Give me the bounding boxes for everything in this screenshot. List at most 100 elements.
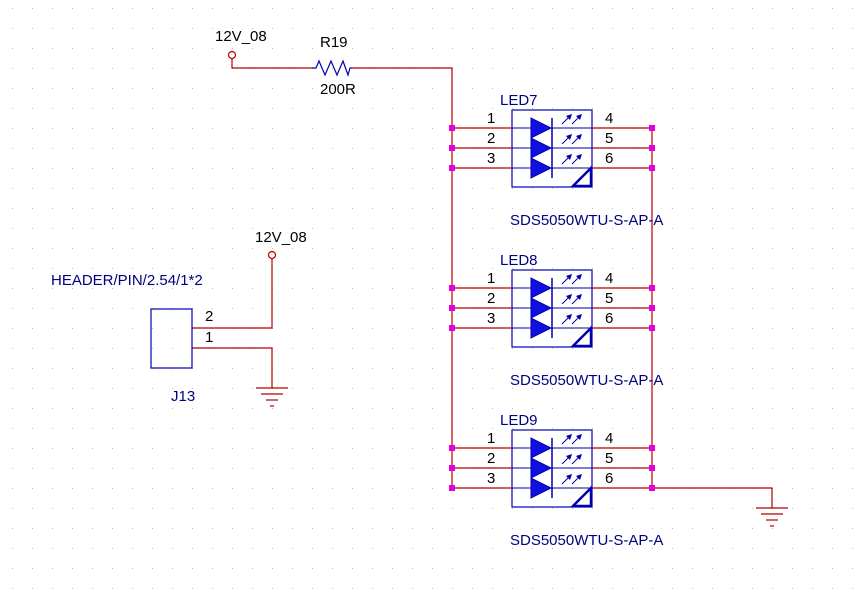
grid-dot	[712, 288, 713, 289]
grid-dot	[372, 428, 373, 429]
grid-dot	[392, 568, 393, 569]
grid-dot	[92, 228, 93, 229]
grid-dot	[592, 88, 593, 89]
grid-dot	[192, 468, 193, 469]
grid-dot	[272, 108, 273, 109]
grid-dot	[152, 228, 153, 229]
grid-dot	[492, 528, 493, 529]
grid-dot	[52, 168, 53, 169]
grid-dot	[672, 228, 673, 229]
grid-dot	[72, 548, 73, 549]
grid-dot	[72, 288, 73, 289]
grid-dot	[32, 248, 33, 249]
grid-dot	[772, 288, 773, 289]
grid-dot	[792, 368, 793, 369]
grid-dot	[772, 208, 773, 209]
grid-dot	[732, 108, 733, 109]
grid-dot	[352, 568, 353, 569]
grid-dot	[672, 108, 673, 109]
grid-dot	[272, 28, 273, 29]
grid-dot	[712, 68, 713, 69]
grid-dot	[592, 348, 593, 349]
grid-dot	[132, 348, 133, 349]
grid-dot	[472, 268, 473, 269]
grid-dot	[12, 468, 13, 469]
grid-dot	[192, 528, 193, 529]
grid-dot	[12, 88, 13, 89]
grid-dot	[752, 108, 753, 109]
grid-dot	[812, 388, 813, 389]
connector-pin-2: 2	[205, 308, 213, 325]
grid-dot	[552, 228, 553, 229]
grid-dot	[172, 148, 173, 149]
grid-dot	[672, 128, 673, 129]
grid-dot	[232, 228, 233, 229]
grid-dot	[592, 228, 593, 229]
grid-dot	[812, 308, 813, 309]
grid-dot	[432, 348, 433, 349]
resistor-symbol	[312, 59, 352, 77]
grid-dot	[732, 348, 733, 349]
grid-dot	[12, 308, 13, 309]
grid-dot	[712, 268, 713, 269]
grid-dot	[32, 308, 33, 309]
light-arrow-head	[566, 314, 572, 320]
grid-dot	[232, 408, 233, 409]
grid-dot	[792, 228, 793, 229]
grid-dot	[792, 208, 793, 209]
grid-dot	[392, 408, 393, 409]
grid-dot	[372, 188, 373, 189]
grid-dot	[332, 428, 333, 429]
grid-dot	[392, 328, 393, 329]
grid-dot	[32, 408, 33, 409]
grid-dot	[832, 208, 833, 209]
grid-dot	[72, 8, 73, 9]
grid-dot	[172, 428, 173, 429]
grid-dot	[192, 48, 193, 49]
grid-dot	[732, 328, 733, 329]
grid-dot	[852, 448, 853, 449]
grid-dot	[312, 348, 313, 349]
grid-dot	[92, 168, 93, 169]
light-arrow-head	[576, 294, 582, 300]
grid-dot	[152, 128, 153, 129]
grid-dot	[712, 548, 713, 549]
grid-dot	[472, 28, 473, 29]
grid-dot	[552, 28, 553, 29]
grid-dot	[232, 368, 233, 369]
grid-dot	[112, 28, 113, 29]
grid-dot	[712, 188, 713, 189]
grid-dot	[412, 88, 413, 89]
grid-dot	[852, 168, 853, 169]
grid-dot	[232, 28, 233, 29]
light-arrow-head	[566, 434, 572, 440]
grid-dot	[212, 448, 213, 449]
grid-dot	[92, 28, 93, 29]
grid-dot	[412, 168, 413, 169]
grid-dot	[492, 268, 493, 269]
grid-dot	[532, 568, 533, 569]
grid-dot	[12, 508, 13, 509]
grid-dot	[132, 548, 133, 549]
grid-dot	[512, 528, 513, 529]
grid-dot	[832, 268, 833, 269]
grid-dot	[752, 268, 753, 269]
grid-dot	[52, 568, 53, 569]
grid-dot	[752, 168, 753, 169]
grid-dot	[672, 388, 673, 389]
grid-dot	[312, 428, 313, 429]
grid-dot	[32, 448, 33, 449]
grid-dot	[812, 168, 813, 169]
grid-dot	[752, 288, 753, 289]
grid-dot	[772, 468, 773, 469]
grid-dot	[112, 468, 113, 469]
grid-dot	[32, 388, 33, 389]
grid-dot	[132, 528, 133, 529]
grid-dot	[172, 168, 173, 169]
grid-dot	[552, 388, 553, 389]
grid-dot	[312, 108, 313, 109]
grid-dot	[672, 408, 673, 409]
grid-dot	[712, 148, 713, 149]
grid-dot	[692, 548, 693, 549]
grid-dot	[632, 528, 633, 529]
